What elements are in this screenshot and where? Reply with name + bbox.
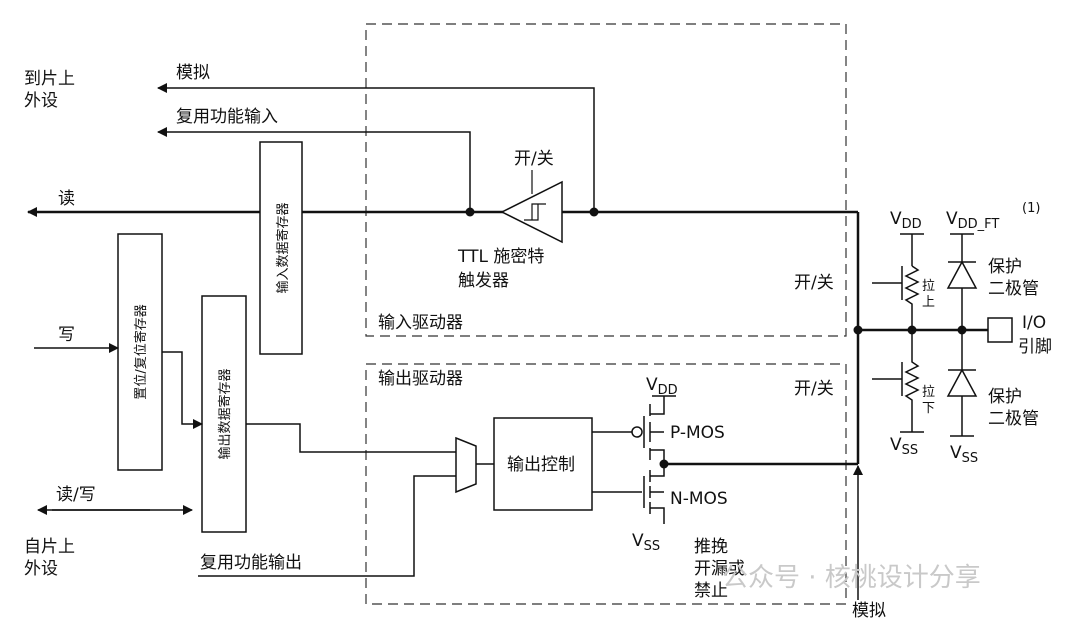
bsrr-register-label: 置位/复位寄存器 xyxy=(133,304,149,399)
alt-input-label: 复用功能输入 xyxy=(176,107,278,127)
io-pin-box xyxy=(987,317,1013,343)
pmos-gate-bubble xyxy=(631,426,643,438)
to-peripheral-label-2: 外设 xyxy=(24,91,58,111)
junction-dot xyxy=(589,207,599,217)
io-pin-label-1: I/O xyxy=(1022,313,1046,333)
protect-diode-top-label-2: 二极管 xyxy=(988,279,1039,299)
watermark: 公众号 · 核桃设计分享 xyxy=(722,563,981,593)
output-control-label: 输出控制 xyxy=(507,455,575,475)
pmos-terminals xyxy=(650,396,665,464)
output-driver-region xyxy=(365,363,847,605)
nmos-vss-label: VSS xyxy=(632,531,660,554)
output-switch-label: 开/关 xyxy=(794,379,834,399)
alt-input-line xyxy=(157,127,471,212)
schmitt-switch-label: 开/关 xyxy=(514,149,554,169)
pmos-label: P-MOS xyxy=(670,423,725,443)
protect-diode-bottom-label-2: 二极管 xyxy=(988,409,1039,429)
from-peripheral-label-2: 外设 xyxy=(24,559,58,579)
junction-dot xyxy=(465,207,475,217)
nmos-terminals xyxy=(650,464,665,524)
vdd-ft-note: (1) xyxy=(1022,201,1040,216)
pull-down-label-2: 下 xyxy=(922,401,935,416)
alt-output-line xyxy=(198,475,456,577)
output-control-box xyxy=(493,417,593,511)
push-pull-label-3: 禁止 xyxy=(694,581,728,601)
input-data-register xyxy=(259,141,303,355)
read-write-label: 读/写 xyxy=(56,485,96,505)
pulldown-vss-label: VSS xyxy=(890,435,918,458)
input-driver-region xyxy=(365,23,847,337)
output-data-register-label: 输出数据寄存器 xyxy=(217,368,233,459)
analog-input-line xyxy=(157,83,595,212)
bsrr-register xyxy=(117,233,163,471)
output-data-register xyxy=(201,295,247,533)
bsrr-to-odr-line xyxy=(162,351,203,429)
protect-diode-top-label-1: 保护 xyxy=(988,257,1022,277)
analog-in-label: 模拟 xyxy=(176,63,210,83)
nmos-label: N-MOS xyxy=(670,489,728,509)
input-data-register-label: 输入数据寄存器 xyxy=(275,202,291,293)
from-peripheral-label-1: 自片上 xyxy=(24,537,75,557)
diode-vss-label: VSS xyxy=(950,443,978,466)
analog-out-label: 模拟 xyxy=(852,601,886,621)
odr-to-mux-line xyxy=(246,423,456,453)
pullup-vdd-label: VDD xyxy=(890,209,922,232)
write-label: 写 xyxy=(58,325,75,345)
io-pin-label-2: 引脚 xyxy=(1018,337,1052,357)
ttl-schmitt-label-1: TTL 施密特 xyxy=(457,247,544,267)
to-peripheral-label-1: 到片上 xyxy=(24,69,75,89)
output-driver-label: 输出驱动器 xyxy=(378,369,463,389)
vdd-ft-label: VDD_FT xyxy=(946,209,999,232)
protect-diode-bottom-label-1: 保护 xyxy=(988,387,1022,407)
input-driver-label: 输入驱动器 xyxy=(378,313,463,333)
pull-up-label-1: 拉 xyxy=(922,279,935,294)
pull-switch-label: 开/关 xyxy=(794,273,834,293)
alt-output-label: 复用功能输出 xyxy=(200,553,302,573)
pulldown-resistor xyxy=(904,330,920,432)
pull-up-label-2: 上 xyxy=(922,295,935,310)
protect-diode-bottom xyxy=(946,368,978,397)
protect-diode-top xyxy=(946,260,978,289)
pullup-resistor xyxy=(904,265,920,330)
hysteresis-icon xyxy=(524,203,546,221)
push-pull-label-1: 推挽 xyxy=(694,537,728,557)
junction-dot xyxy=(853,325,863,335)
push-pull-label-2: 开漏或 xyxy=(694,559,745,579)
read-label: 读 xyxy=(58,189,75,209)
pull-down-label-1: 拉 xyxy=(922,385,935,400)
output-mux xyxy=(455,436,477,494)
ttl-schmitt-label-2: 触发器 xyxy=(458,271,509,291)
pmos-vdd-label: VDD xyxy=(646,375,678,398)
